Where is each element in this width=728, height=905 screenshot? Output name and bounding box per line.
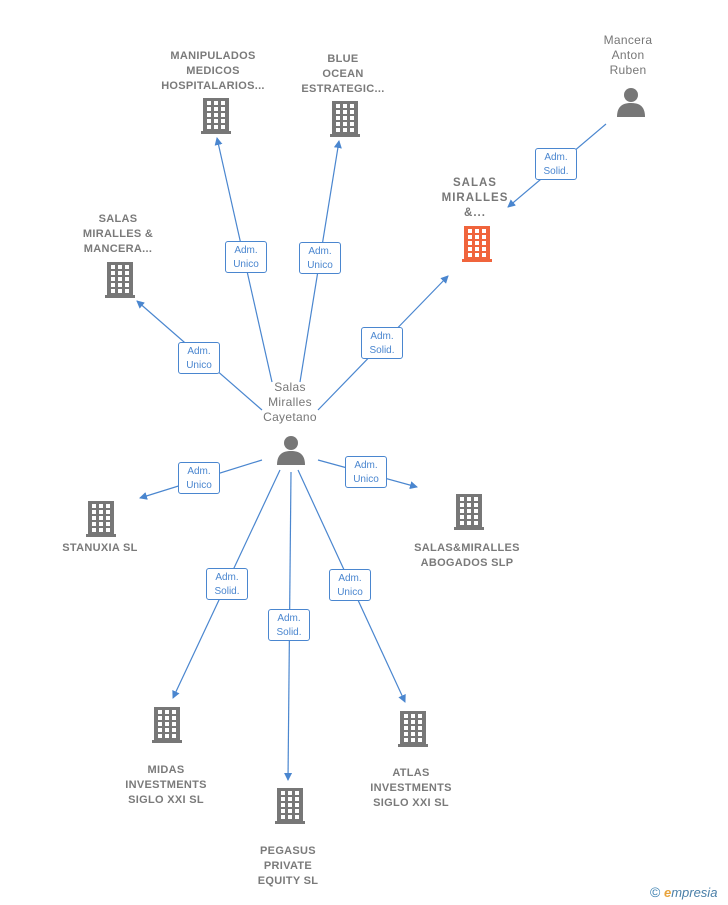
- node-label-abogados[interactable]: SALAS&MIRALLES ABOGADOS SLP: [414, 542, 520, 569]
- building-icon-salas_mancera_top[interactable]: [462, 226, 492, 267]
- building-icon-pegasus[interactable]: [275, 788, 305, 829]
- node-label-salas_mancera[interactable]: SALAS MIRALLES & MANCERA...: [82, 212, 154, 255]
- edge-label-stanuxia[interactable]: Adm. Unico: [178, 462, 220, 494]
- node-label-atlas[interactable]: ATLAS INVESTMENTS SIGLO XXI SL: [370, 767, 452, 809]
- brand-initial: e: [663, 885, 672, 900]
- node-label-midas[interactable]: MIDAS INVESTMENTS SIGLO XXI SL: [125, 764, 207, 806]
- node-label-cayetano[interactable]: Salas Miralles Cayetano: [263, 379, 317, 424]
- edge-label-manipulados[interactable]: Adm. Unico: [225, 241, 267, 273]
- building-icon-atlas[interactable]: [398, 711, 428, 752]
- edge-label-pegasus[interactable]: Adm. Solid.: [268, 609, 310, 641]
- node-label-pegasus[interactable]: PEGASUS PRIVATE EQUITY SL: [257, 845, 319, 887]
- edge-label-salas_mancera[interactable]: Adm. Unico: [178, 342, 220, 374]
- node-label-mancera[interactable]: Mancera Anton Ruben: [603, 32, 653, 77]
- building-icon-manipulados[interactable]: [201, 98, 231, 139]
- building-icon-salas_mancera[interactable]: [105, 262, 135, 303]
- node-label-blue_ocean[interactable]: BLUE OCEAN ESTRATEGIC...: [301, 52, 385, 95]
- node-label-manipulados[interactable]: MANIPULADOS MEDICOS HOSPITALARIOS...: [161, 49, 265, 92]
- copyright-icon: ©: [650, 884, 661, 900]
- building-icon-midas[interactable]: [152, 707, 182, 748]
- person-icon-mancera[interactable]: [616, 87, 646, 122]
- building-icon-stanuxia[interactable]: [86, 501, 116, 542]
- edge-label-salas_mancera_top[interactable]: Adm. Solid.: [361, 327, 403, 359]
- edge-label-blue_ocean[interactable]: Adm. Unico: [299, 242, 341, 274]
- edge-label-midas[interactable]: Adm. Solid.: [206, 568, 248, 600]
- brand-watermark: © empresia: [650, 884, 717, 900]
- edge-label-abogados[interactable]: Adm. Unico: [345, 456, 387, 488]
- edge-label-salas_mancera_top[interactable]: Adm. Solid.: [535, 148, 577, 180]
- node-label-salas_mancera_top[interactable]: SALAS MIRALLES &...: [441, 176, 509, 219]
- edge-label-atlas[interactable]: Adm. Unico: [329, 569, 371, 601]
- building-icon-blue_ocean[interactable]: [330, 101, 360, 142]
- building-icon-abogados[interactable]: [454, 494, 484, 535]
- person-icon-cayetano[interactable]: [276, 435, 306, 470]
- node-label-stanuxia[interactable]: STANUXIA SL: [62, 542, 138, 554]
- brand-name: mpresia: [671, 885, 718, 900]
